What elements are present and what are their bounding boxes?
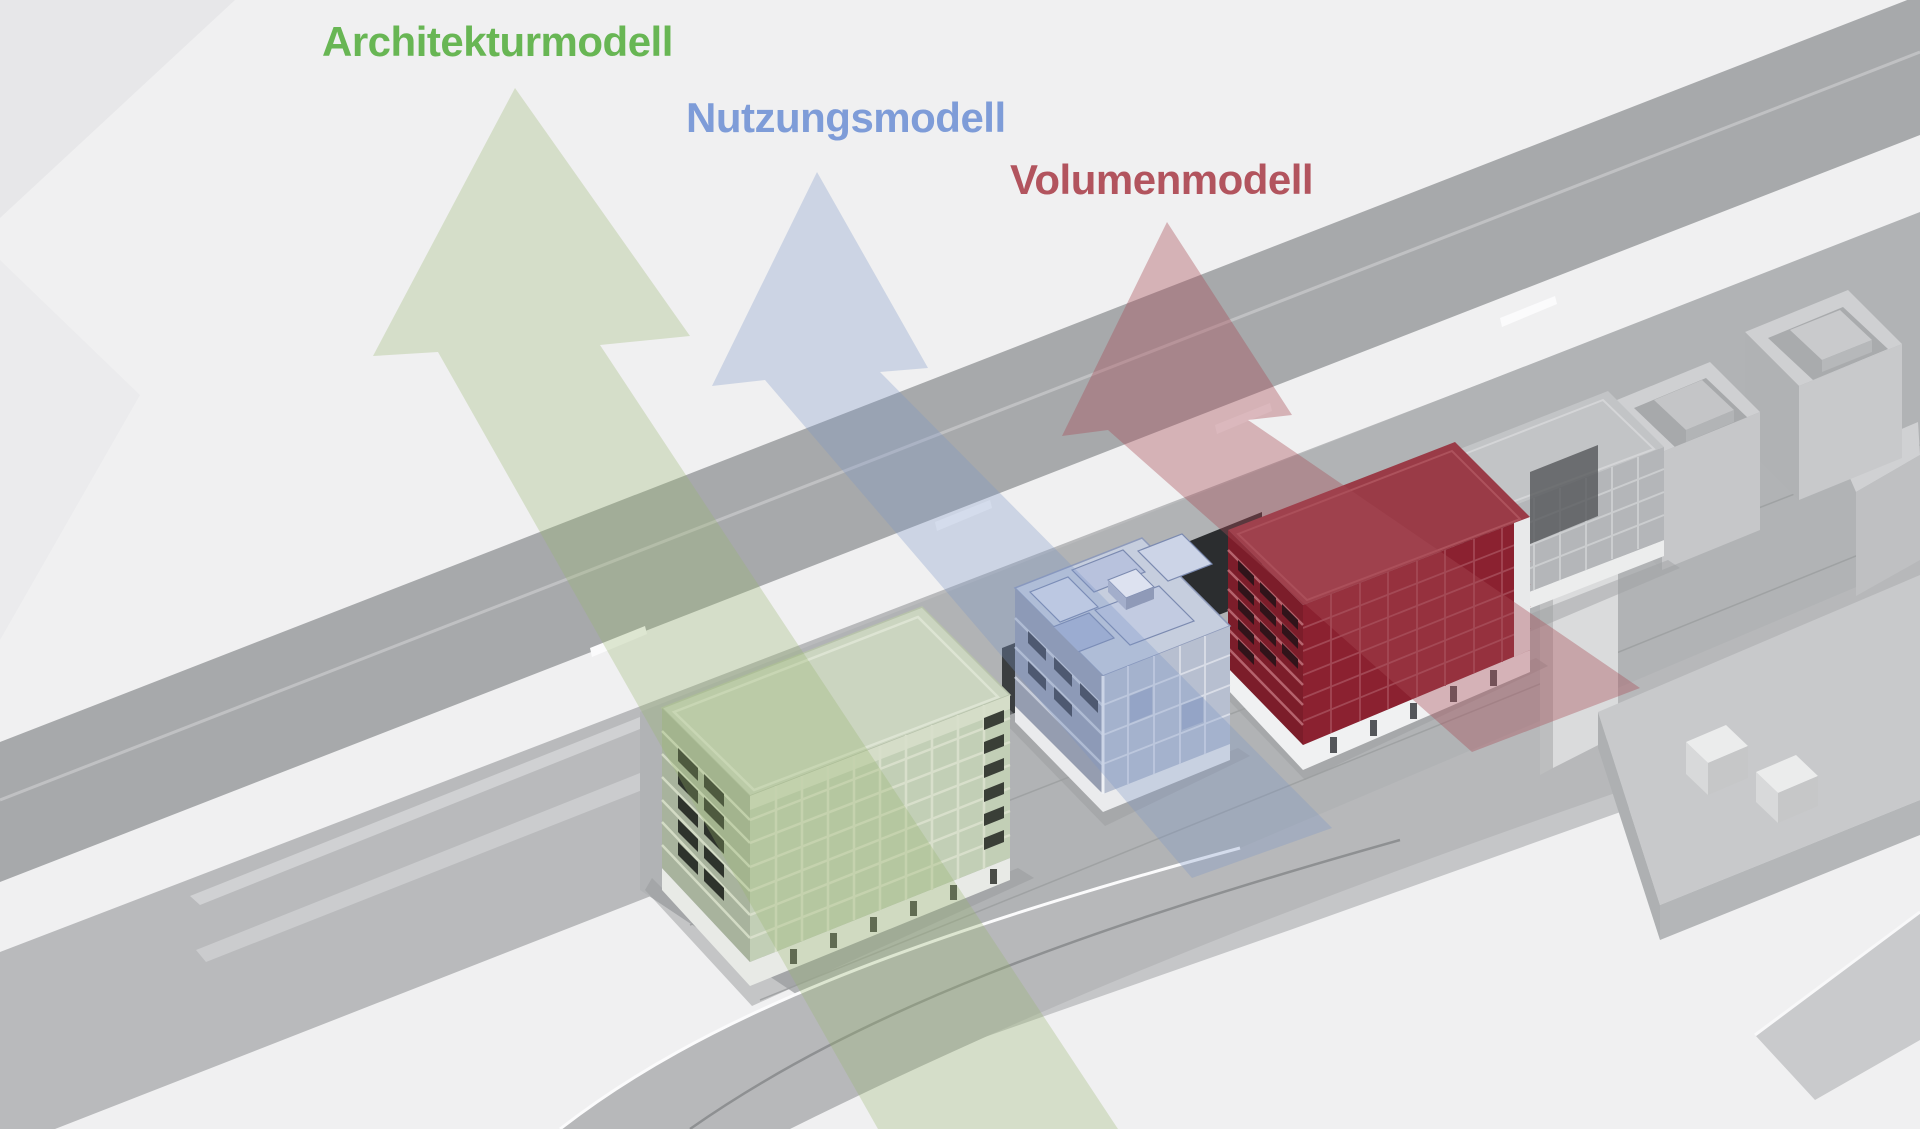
median-island [190,715,645,905]
background-wedge [0,260,140,640]
roof-core [1654,380,1734,430]
volume-model-label: Volumenmodell [1010,156,1314,203]
roof [1228,442,1530,605]
rooftop-cube [1686,725,1748,763]
volume-model-building [1215,442,1548,780]
architecture-arrow [373,88,1118,1129]
road-edge-line [559,846,1241,1129]
lane-line [689,838,1401,1129]
architecture-model-building [645,606,1034,1006]
usage-model-building [1000,533,1250,826]
roof [662,607,1010,796]
background-wedge [0,0,235,218]
median-island [196,765,660,962]
roof [1452,391,1664,508]
usage-model-label: Nutzungsmodell [686,94,1006,141]
volume-arrow [1062,222,1640,752]
architecture-model-label: Architekturmodell [322,18,673,65]
curved-road [559,560,1920,1129]
context-slab-roof [1598,575,1920,905]
end-wall [1514,517,1530,657]
rooftop-cube [1756,755,1818,793]
north-street [0,0,1920,882]
sidewalk-dashes [590,296,1557,657]
plinth [1015,700,1230,812]
facade-southwest [1228,530,1303,745]
context-block-complex [1540,387,1920,1100]
usage-arrow [712,172,1332,878]
roof-core [1790,310,1872,360]
bottom-right-slab [1755,912,1920,1100]
trench-gap [1530,445,1598,544]
